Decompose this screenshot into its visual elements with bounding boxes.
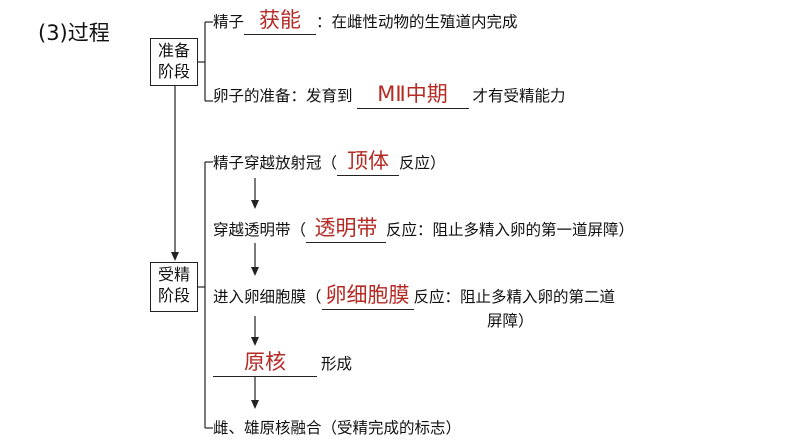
section-title: (3)过程 <box>38 21 110 45</box>
membrane-entry-answer: 卵细胞膜 <box>325 283 410 307</box>
oocyte-preparation-suffix: 才有受精能力 <box>472 87 566 105</box>
corona-penetration-blank: 顶体 <box>337 149 400 176</box>
sperm-capacitation-answer: 获能 <box>259 8 302 32</box>
zona-penetration-suffix: 反应：阻止多精入卵的第一道屏障） <box>386 221 635 239</box>
membrane-entry-suffix-line2: 屏障） <box>487 312 534 330</box>
corona-penetration-suffix: 反应） <box>399 154 446 172</box>
membrane-entry-suffix: 反应：阻止多精入卵的第二道 <box>413 288 616 306</box>
membrane-entry-prefix: 进入卵细胞膜（ <box>213 288 322 306</box>
pronucleus-blank: 原核 <box>213 350 317 377</box>
zona-penetration-prefix: 穿越透明带（ <box>213 221 307 239</box>
sperm-capacitation-prefix: 精子 <box>213 13 245 31</box>
pronucleus-formation-line: 原核 形成 <box>213 350 352 377</box>
corona-penetration-answer: 顶体 <box>347 149 390 173</box>
corona-penetration-prefix: 精子穿越放射冠（ <box>213 154 338 172</box>
oocyte-preparation-answer: MⅡ中期 <box>377 82 448 106</box>
membrane-entry-line: 进入卵细胞膜（卵细胞膜反应：阻止多精入卵的第二道 <box>213 283 615 310</box>
oocyte-preparation-blank: MⅡ中期 <box>356 82 469 109</box>
stage-fertilization-label-2: 阶段 <box>157 286 190 305</box>
zona-penetration-answer: 透明带 <box>314 216 378 240</box>
zona-penetration-blank: 透明带 <box>306 216 387 243</box>
membrane-entry-blank: 卵细胞膜 <box>321 283 414 310</box>
pronucleus-suffix: 形成 <box>321 355 353 373</box>
oocyte-preparation-prefix: 卵子的准备：发育到 <box>213 87 353 105</box>
oocyte-preparation-line: 卵子的准备：发育到 MⅡ中期 才有受精能力 <box>213 82 566 109</box>
sperm-capacitation-suffix: ：在雌性动物的生殖道内完成 <box>316 13 518 31</box>
sperm-capacitation-line: 精子获能 ：在雌性动物的生殖道内完成 <box>213 8 518 35</box>
stage-preparation-label-2: 阶段 <box>157 62 190 81</box>
pronucleus-answer: 原核 <box>244 350 286 374</box>
stage-preparation-label-1: 准备 <box>157 41 190 60</box>
stage-fertilization-label-1: 受精 <box>157 265 190 284</box>
zona-penetration-line: 穿越透明带（ 透明带反应：阻止多精入卵的第一道屏障） <box>213 216 634 243</box>
stage-preparation-box: 准备 阶段 <box>150 38 198 86</box>
sperm-capacitation-blank: 获能 <box>244 8 317 35</box>
pronuclei-fusion-line: 雌、雄原核融合（受精完成的标志） <box>213 419 462 437</box>
corona-penetration-line: 精子穿越放射冠（ 顶体反应） <box>213 149 446 176</box>
stage-fertilization-box: 受精 阶段 <box>150 262 198 312</box>
